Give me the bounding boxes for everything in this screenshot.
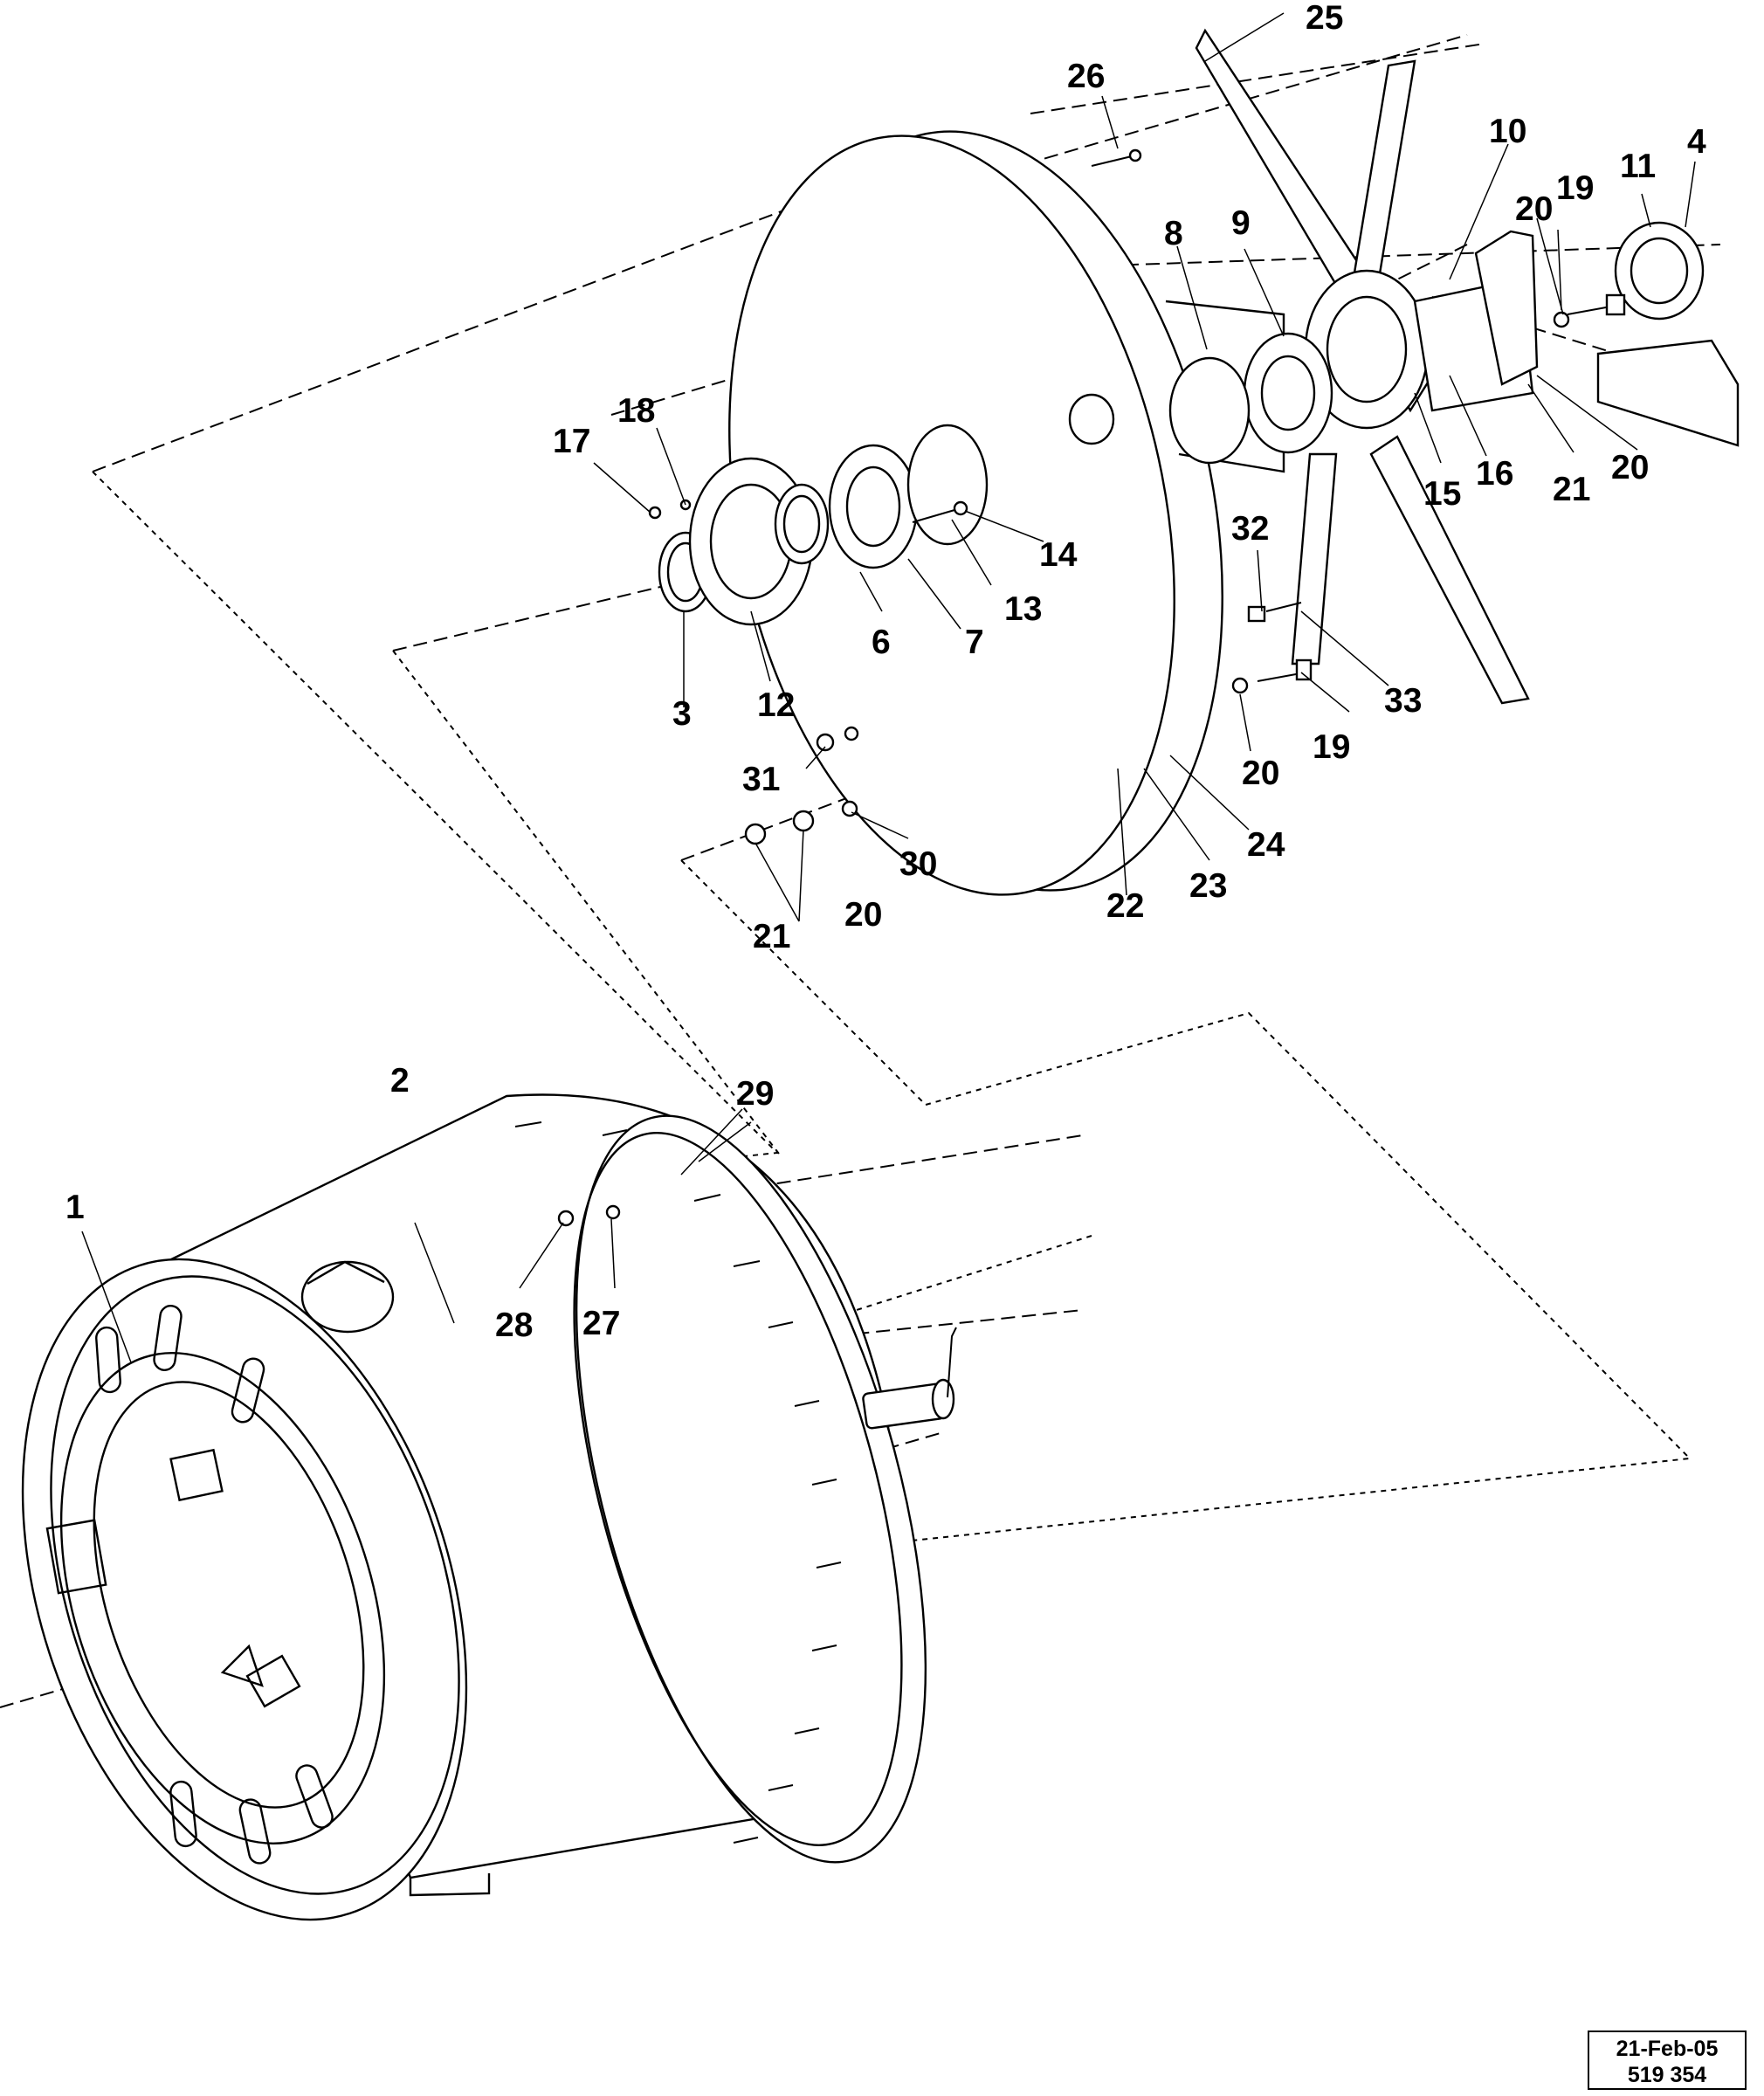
small-parts [557,148,1313,1227]
callout-17: 17 [553,423,590,460]
callout-16: 16 [1476,455,1513,493]
callout-33: 33 [1384,682,1422,720]
callout-26: 26 [1067,58,1105,95]
callout-19-upper: 19 [1556,169,1594,207]
drawing-reference-stamp: 21-Feb-05 519 354 [1588,2030,1747,2090]
callout-31: 31 [742,761,780,798]
callout-7: 7 [965,624,984,661]
callout-1: 1 [65,1189,85,1226]
callout-8: 8 [1164,215,1183,252]
callout-21-right: 21 [1553,471,1590,508]
callout-9: 9 [1231,204,1251,242]
callout-4: 4 [1687,123,1706,161]
callout-2: 2 [390,1062,410,1100]
callout-15: 15 [1423,475,1461,513]
callout-22: 22 [1106,887,1144,925]
callout-24: 24 [1247,826,1285,864]
callout-20-mid: 20 [1242,755,1279,792]
callout-3: 3 [672,695,692,733]
callout-29: 29 [736,1075,774,1113]
stamp-number: 519 354 [1627,2063,1707,2087]
callout-25: 25 [1306,0,1343,37]
callout-13: 13 [1004,590,1042,628]
callout-21-lower: 21 [753,918,790,955]
callout-12: 12 [757,686,795,724]
callout-27: 27 [582,1305,620,1342]
callout-6: 6 [872,624,891,661]
callout-30: 30 [899,845,937,883]
callout-10: 10 [1489,113,1526,150]
callout-20-upper: 20 [1515,190,1553,228]
hub-assembly [1168,28,1740,705]
callout-20-lower: 20 [844,896,882,934]
callout-18: 18 [617,392,655,430]
leader-lines [81,12,1696,1363]
callout-20-right: 20 [1611,449,1649,486]
callout-11: 11 [1620,148,1656,185]
callout-19-lower: 19 [1313,728,1350,766]
callout-23: 23 [1189,867,1227,905]
callout-32: 32 [1231,510,1269,548]
callout-labels: 1 2 3 4 6 7 8 9 10 11 12 13 14 15 16 17 … [65,0,1706,1344]
stamp-date: 21-Feb-05 [1616,2037,1719,2061]
callout-28: 28 [495,1307,533,1344]
drum-shell [21,1093,957,1921]
callout-14: 14 [1039,536,1078,574]
